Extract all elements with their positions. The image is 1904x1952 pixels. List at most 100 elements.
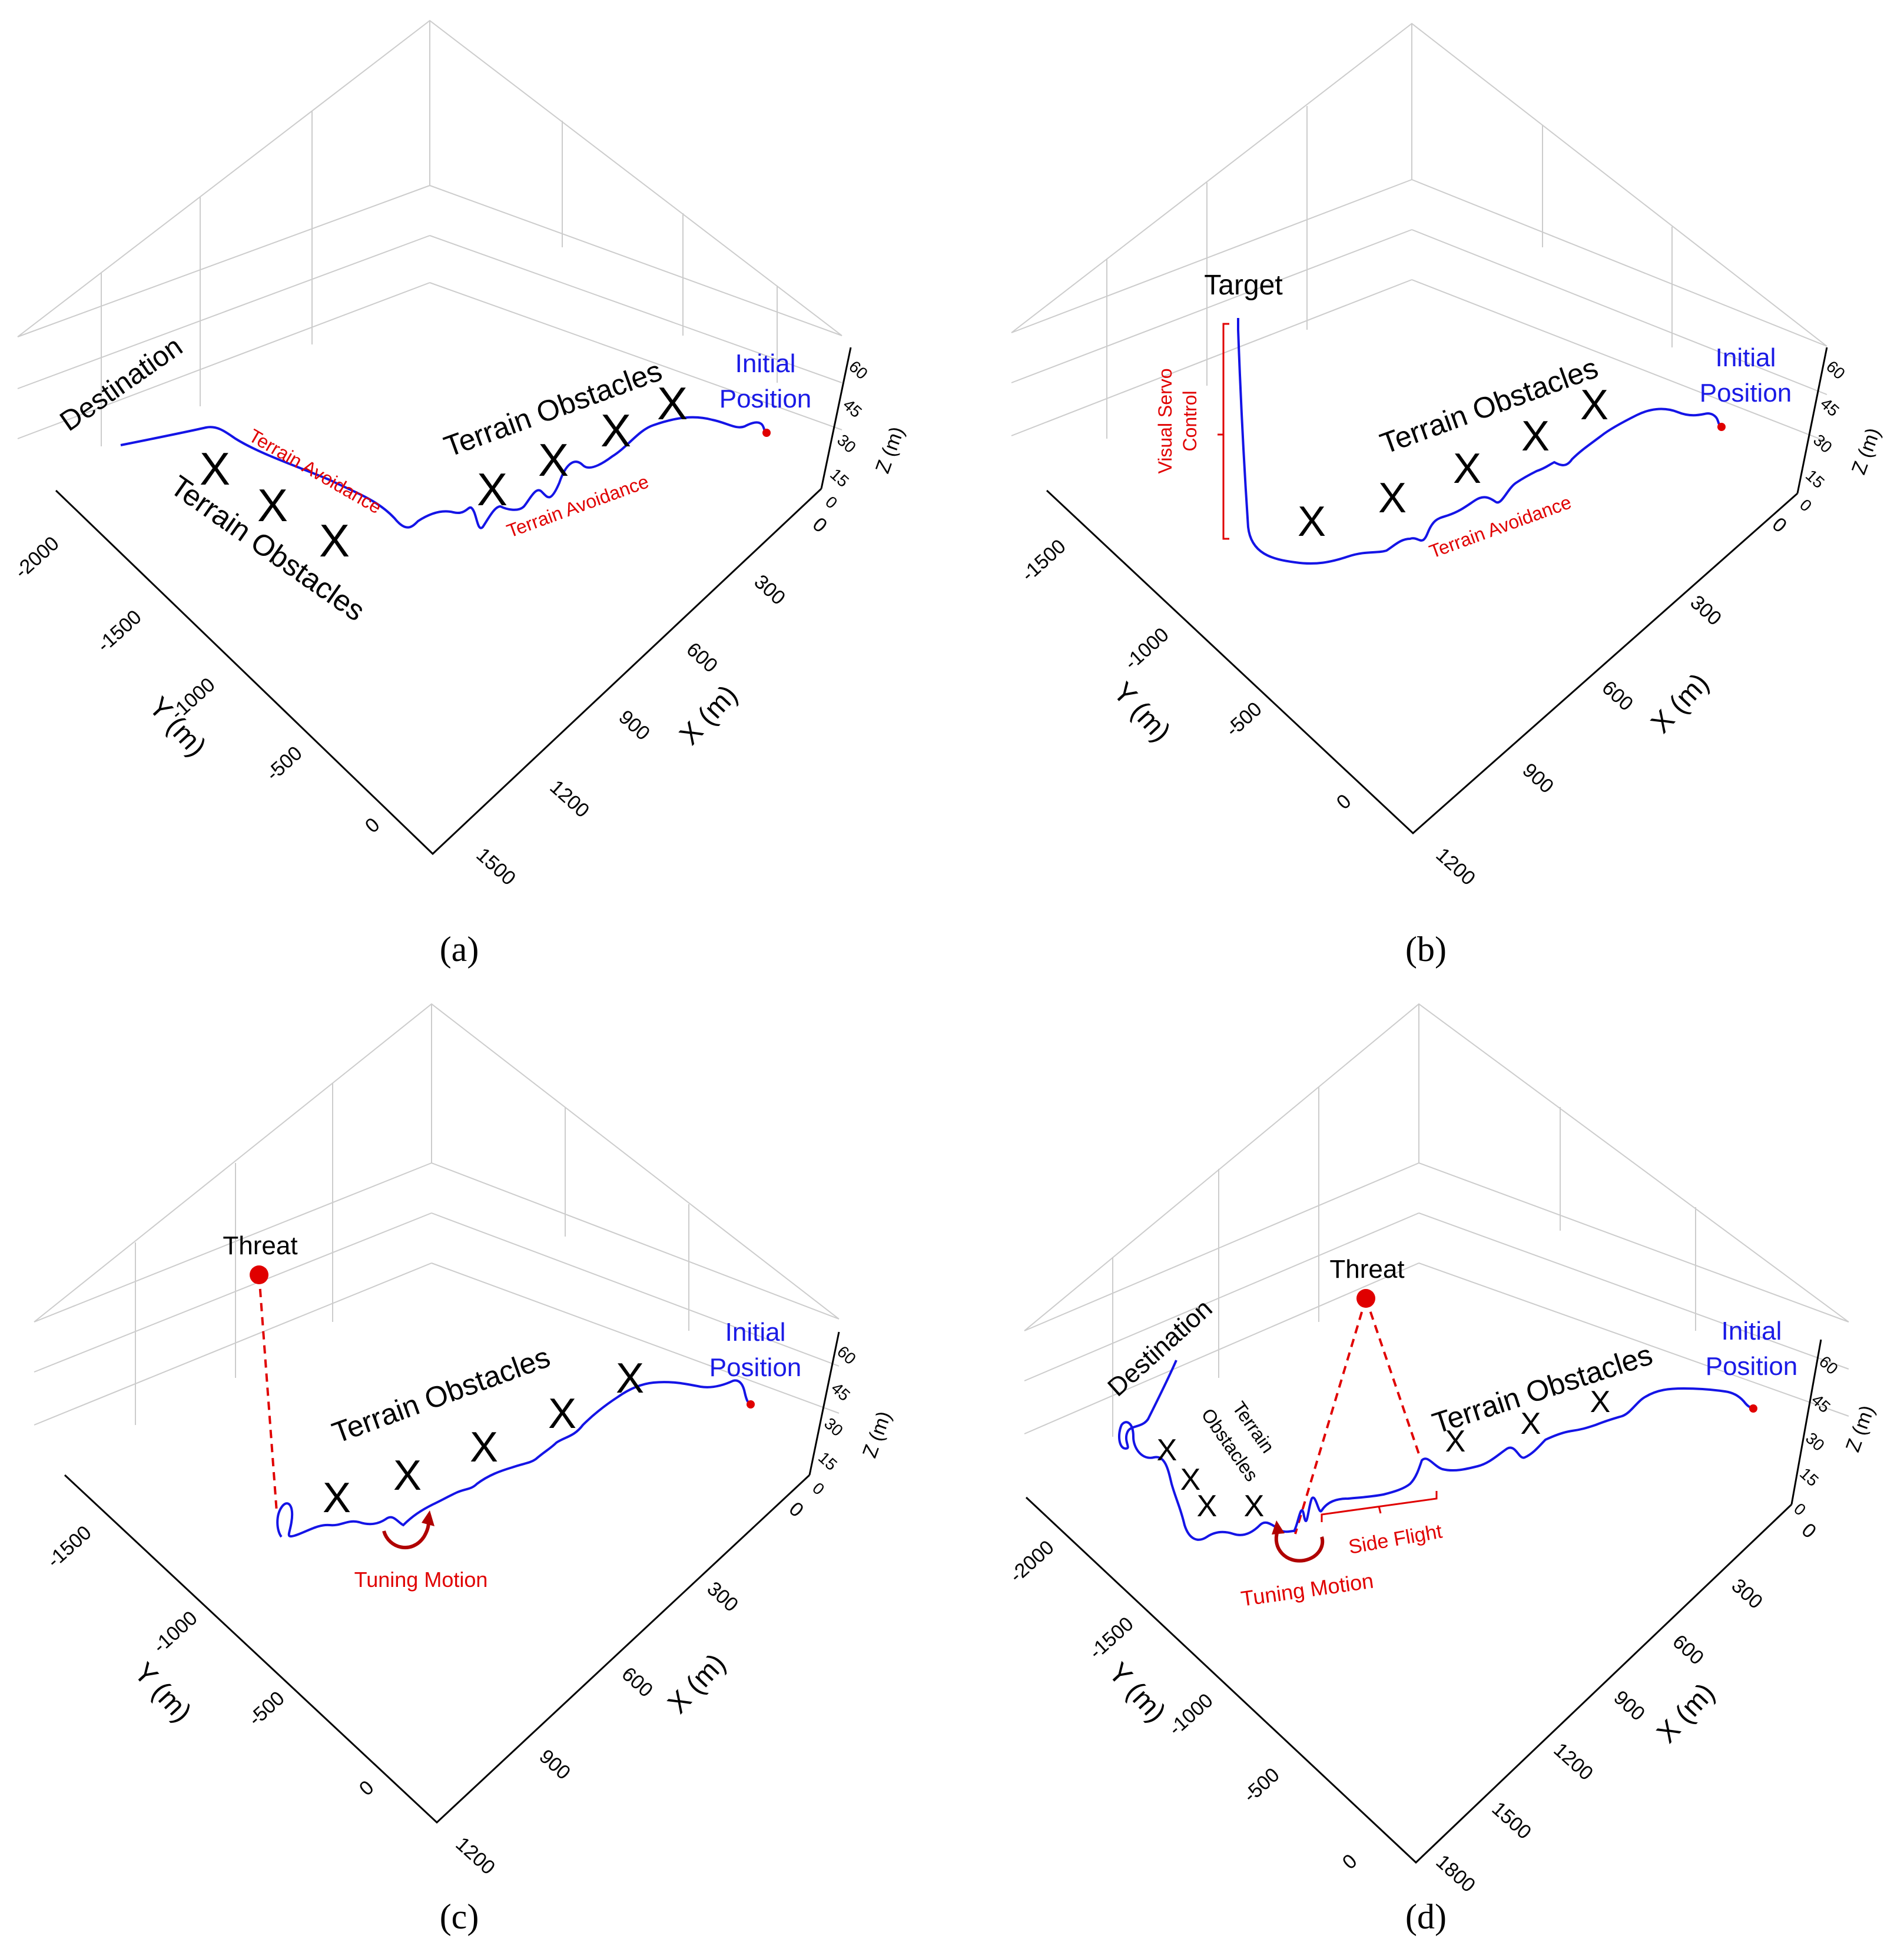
panel-a-z-ticks: 0 15 30 45 60	[822, 357, 871, 512]
y-axis-label: Y (m)	[1107, 677, 1176, 748]
initial-position-label: Position	[1706, 1352, 1798, 1381]
x-tick: 600	[618, 1663, 658, 1702]
z-tick: 30	[821, 1414, 847, 1440]
obstacle-marker: X	[548, 1390, 576, 1437]
y-tick: -500	[262, 742, 307, 786]
panel-a: -2000 -1500 -1000 -500 0 0 300 600 900 1…	[11, 19, 908, 969]
panel-c: -1500 -1000 -500 0 0 300 600 900 1200 0 …	[34, 1003, 895, 1936]
x-tick: 1800	[1432, 1850, 1480, 1897]
z-tick: 45	[828, 1378, 854, 1404]
terrain-obstacles-label: Terrain Obstacles	[1376, 351, 1603, 460]
z-axis-label: Z (m)	[1847, 425, 1885, 478]
x-tick: 1200	[1432, 843, 1480, 890]
z-axis-label: Z (m)	[858, 1409, 895, 1461]
z-tick: 45	[1817, 394, 1843, 420]
obstacle-marker: X	[1180, 1463, 1201, 1497]
x-tick: 1200	[1550, 1738, 1598, 1785]
initial-position-marker	[762, 429, 771, 437]
y-tick: -1000	[1120, 624, 1173, 674]
y-tick: -2000	[1006, 1536, 1059, 1587]
panel-c-y-ticks: -1500 -1000 -500 0	[43, 1522, 379, 1801]
side-flight-label: Side Flight	[1347, 1520, 1444, 1558]
trajectory	[120, 416, 768, 529]
z-tick: 0	[1796, 495, 1815, 515]
z-tick: 15	[827, 465, 853, 491]
y-tick: 0	[1332, 790, 1355, 814]
tuning-motion-label: Tuning Motion	[1239, 1569, 1375, 1611]
panel-b: -1500 -1000 -500 0 0 300 600 900 1200 0 …	[1011, 22, 1885, 969]
initial-position-label: Initial	[725, 1318, 786, 1347]
y-tick: -500	[1222, 698, 1266, 741]
x-tick: 900	[615, 706, 655, 745]
x-tick: 600	[1669, 1630, 1709, 1669]
initial-position-label: Position	[1700, 379, 1792, 407]
y-tick: -1500	[1085, 1613, 1138, 1663]
tuning-motion-arrowhead	[1272, 1520, 1285, 1535]
initial-position-label: Position	[709, 1353, 802, 1382]
obstacle-marker: X	[1445, 1424, 1466, 1459]
x-axis-label: X (m)	[662, 1648, 732, 1719]
y-tick: 0	[1338, 1850, 1361, 1874]
z-tick: 60	[845, 357, 871, 383]
z-tick: 60	[834, 1342, 860, 1368]
threat-line	[1365, 1298, 1421, 1458]
panel-b-x-ticks: 0 300 600 900 1200	[1432, 513, 1792, 890]
x-tick: 600	[1598, 677, 1638, 715]
panel-b-z-ticks: 0 15 30 45 60	[1796, 357, 1849, 515]
obstacle-marker: X	[1521, 1407, 1541, 1441]
x-tick: 0	[1797, 1519, 1820, 1543]
x-tick: 1500	[1488, 1797, 1536, 1844]
panel-d-axes	[1025, 1339, 1822, 1864]
obstacle-marker: X	[1244, 1489, 1265, 1523]
x-tick: 1200	[452, 1832, 500, 1879]
initial-position-marker	[747, 1400, 755, 1409]
visual-servo-label: Visual Servo	[1155, 368, 1176, 473]
panel-a-axes	[55, 347, 852, 856]
y-tick: 0	[355, 1776, 378, 1800]
z-tick: 30	[1802, 1429, 1828, 1454]
x-tick: 300	[703, 1577, 743, 1616]
y-axis-label: Y (m)	[128, 1657, 197, 1728]
obstacle-marker: X	[1197, 1489, 1218, 1523]
initial-position-marker	[1717, 423, 1726, 431]
obstacle-marker: X	[257, 479, 288, 531]
obstacle-marker: X	[1298, 498, 1326, 545]
obstacle-marker: X	[470, 1424, 498, 1471]
z-tick: 60	[1823, 357, 1849, 383]
z-axis-label: Z (m)	[1842, 1403, 1879, 1455]
obstacle-marker: X	[657, 377, 688, 429]
z-tick: 0	[822, 492, 841, 512]
x-tick: 1500	[472, 843, 520, 890]
tuning-motion-arrowhead	[422, 1510, 434, 1526]
target-label: Target	[1204, 270, 1282, 301]
panel-caption: (c)	[440, 1897, 479, 1936]
obstacle-marker: X	[323, 1474, 351, 1522]
destination-label: Destination	[55, 331, 188, 438]
visual-servo-label: Control	[1179, 390, 1200, 451]
trajectory	[1117, 1360, 1754, 1541]
initial-position-label: Initial	[1721, 1317, 1782, 1345]
threat-label: Threat	[223, 1231, 297, 1260]
obstacle-marker: X	[319, 515, 350, 566]
z-tick: 60	[1816, 1352, 1842, 1378]
obstacle-markers: X X X X X	[1298, 382, 1608, 545]
y-tick: -1500	[93, 606, 146, 657]
z-tick: 45	[840, 395, 865, 421]
terrain-obstacles-label: Terrain Obstacles	[1428, 1338, 1656, 1440]
tuning-motion-arrow	[1274, 1530, 1325, 1563]
panel-caption: (b)	[1405, 930, 1447, 969]
panel-c-grid	[34, 1003, 840, 1426]
trajectory	[1237, 318, 1723, 565]
panel-c-z-ticks: 0 15 30 45 60	[809, 1342, 860, 1498]
initial-position-label: Position	[719, 385, 812, 413]
x-tick: 300	[1686, 591, 1726, 630]
tuning-motion-arrow	[382, 1522, 430, 1549]
panel-d-grid	[1024, 1003, 1849, 1437]
obstacle-marker: X	[1580, 382, 1608, 429]
x-tick: 0	[785, 1497, 808, 1522]
obstacle-markers: X X X X X X X	[1157, 1385, 1611, 1523]
z-tick: 15	[1802, 466, 1828, 492]
obstacle-marker: X	[616, 1355, 644, 1402]
x-tick: 300	[750, 571, 790, 609]
threat-line	[258, 1274, 278, 1513]
